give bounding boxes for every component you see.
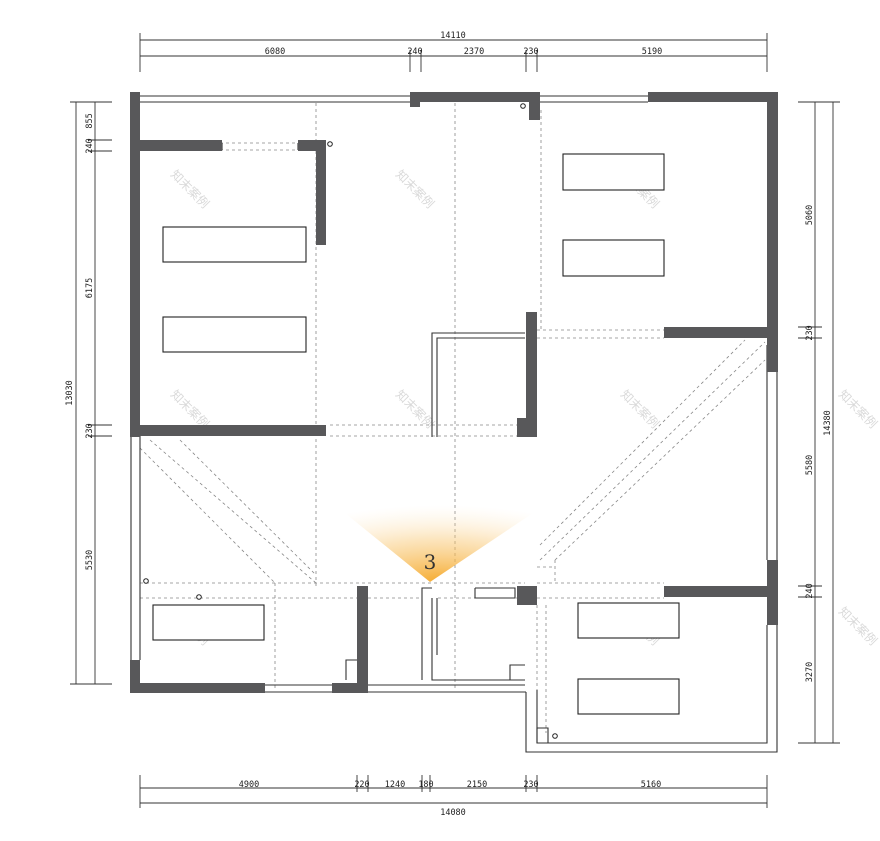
- bed-rect-5: [577, 602, 680, 639]
- dim-right-total: 14380: [823, 410, 833, 436]
- right-dimension-chain: 5060 230 5580 240 3270 14380: [798, 101, 840, 744]
- fixture-circle: [552, 733, 558, 739]
- dim-right-seg-2: 230: [805, 325, 815, 340]
- furniture: [152, 153, 680, 715]
- dim-bottom-seg-5: 2150: [467, 780, 487, 790]
- fixture-circle: [520, 103, 526, 109]
- wall-bottom-left: [130, 683, 265, 693]
- wall-top-mid-stub: [410, 92, 420, 107]
- bed-rect-2: [162, 316, 307, 353]
- wall-right-upper: [767, 92, 778, 372]
- dim-bottom-total: 14080: [440, 808, 466, 818]
- thin-outlines: [130, 95, 778, 753]
- dim-right-seg-4: 240: [805, 583, 815, 598]
- fixture-circle: [143, 578, 149, 584]
- wall-bedroom2-bottom: [664, 327, 768, 338]
- left-dimension-chain: 13030 855 240 6175 230 5530: [65, 101, 112, 685]
- wall-center-vertical: [526, 312, 537, 437]
- bottom-dimension-chain: 4900 220 1240 180 2150 230 5160 14080: [139, 775, 768, 818]
- watermark: 知末案例: [168, 167, 213, 212]
- wall-bedroom1-top-right: [298, 140, 326, 151]
- bed-rect-1: [162, 226, 307, 263]
- wall-top-mid: [410, 92, 540, 102]
- dim-right-seg-5: 3270: [805, 662, 815, 682]
- wall-bedroom1-top-left: [140, 140, 222, 151]
- dim-bottom-seg-6: 230: [523, 780, 538, 790]
- dim-top-seg-1: 6080: [265, 47, 285, 57]
- wall-left-upper: [130, 92, 140, 437]
- wall-bedroom1-right: [316, 140, 326, 245]
- dim-top-seg-3: 2370: [464, 47, 484, 57]
- wall-bedroom3-top: [664, 586, 768, 597]
- dim-bottom-seg-1: 4900: [239, 780, 259, 790]
- dim-bottom-seg-7: 5160: [641, 780, 661, 790]
- wall-center-column: [517, 418, 537, 437]
- dim-top-total: 14110: [440, 31, 466, 41]
- dim-left-seg-4: 230: [85, 423, 95, 438]
- wall-bedroom1-bottom: [140, 425, 326, 436]
- dim-left-seg-5: 5530: [85, 550, 95, 570]
- bed-rect-6: [577, 678, 680, 715]
- watermark: 知末案例: [168, 387, 213, 432]
- dim-right-seg-3: 5580: [805, 455, 815, 475]
- wall-top-right: [648, 92, 778, 102]
- wall-column-lower: [517, 586, 537, 605]
- view-marker: 3: [335, 505, 545, 582]
- fixture-circle: [196, 594, 202, 600]
- dim-top-seg-5: 5190: [642, 47, 662, 57]
- bed-rect-4: [562, 239, 665, 277]
- dim-bottom-seg-2: 220: [354, 780, 369, 790]
- dim-left-seg-2: 240: [85, 138, 95, 153]
- top-dimension-chain: 14110 6080 240 2370 230 5190: [139, 31, 768, 72]
- bed-rect-3: [562, 153, 665, 191]
- view-cone: [335, 505, 545, 582]
- dim-top-seg-4: 230: [523, 47, 538, 57]
- dim-left-seg-3: 6175: [85, 278, 95, 298]
- wall-bottom-mid: [332, 683, 368, 693]
- dim-bottom-seg-4: 180: [418, 780, 433, 790]
- fixture-circle: [327, 141, 333, 147]
- dim-bottom-seg-3: 1240: [385, 780, 405, 790]
- cabinet-rect: [152, 604, 265, 641]
- dim-left-total: 13030: [65, 380, 75, 406]
- fixtures: [143, 103, 558, 739]
- dim-top-seg-2: 240: [407, 47, 422, 57]
- watermark: 知末案例: [393, 387, 438, 432]
- wall-left-lower: [130, 660, 140, 693]
- watermark: 知末案例: [393, 167, 438, 212]
- view-number: 3: [424, 550, 437, 574]
- wall-bath-left: [357, 586, 368, 690]
- watermark: 知末案例: [618, 387, 663, 432]
- wall-right-mid: [767, 560, 778, 625]
- dim-right-seg-1: 5060: [805, 205, 815, 225]
- wall-top-mid-right: [529, 92, 540, 120]
- walls: [130, 92, 778, 693]
- watermark: 知末案例: [836, 387, 880, 432]
- watermark: 知末案例: [836, 604, 880, 649]
- dim-left-seg-1: 855: [85, 113, 95, 128]
